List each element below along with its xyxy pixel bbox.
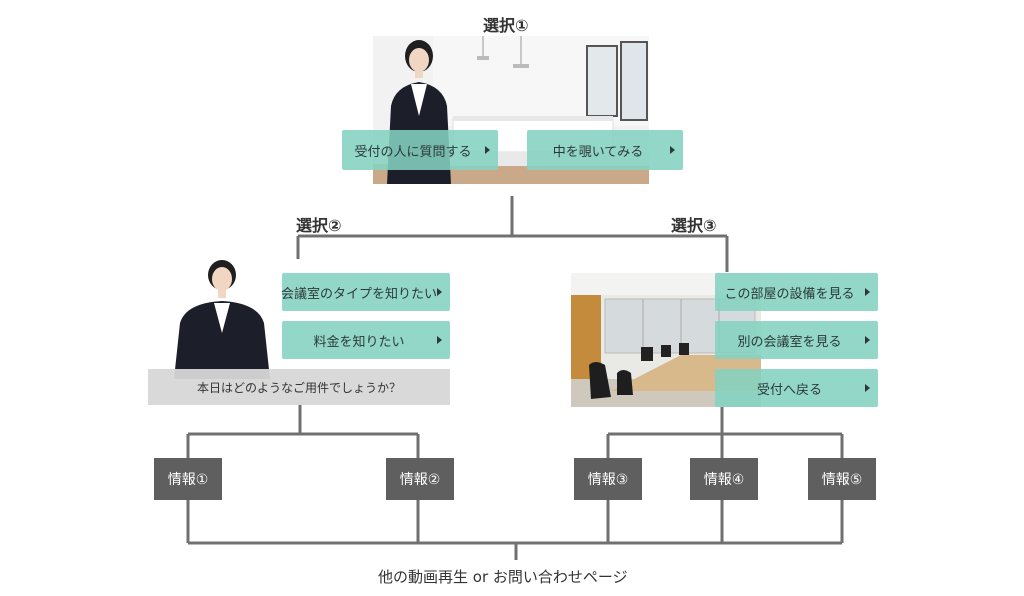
peek-inside-button[interactable]: 中を覗いてみる bbox=[527, 130, 683, 170]
room-types-button[interactable]: 会議室のタイプを知りたい bbox=[281, 273, 450, 311]
back-to-reception-button-label: 受付へ戻る bbox=[756, 382, 822, 398]
peek-inside-button-label: 中を覗いてみる bbox=[552, 144, 644, 160]
receptionist-caption: 本日はどのようなご用件でしょうか？ bbox=[148, 369, 450, 405]
choice-1-label: 選択① bbox=[483, 16, 529, 35]
play-arrow-icon bbox=[865, 384, 870, 392]
ask-reception-button[interactable]: 受付の人に質問する bbox=[342, 130, 498, 170]
info-box-1[interactable]: 情報① bbox=[154, 458, 222, 500]
choice-2-label: 選択② bbox=[296, 216, 342, 235]
info-box-4[interactable]: 情報④ bbox=[690, 458, 758, 500]
back-to-reception-button[interactable]: 受付へ戻る bbox=[715, 369, 878, 407]
play-arrow-icon bbox=[437, 336, 442, 344]
play-arrow-icon bbox=[670, 146, 675, 154]
room-equipment-button-label: この部屋の設備を見る bbox=[724, 286, 855, 302]
ask-reception-button-label: 受付の人に質問する bbox=[354, 144, 472, 160]
choice-3-label: 選択③ bbox=[671, 216, 717, 235]
next-action-label: 他の動画再生 or お問い合わせページ bbox=[378, 568, 628, 586]
other-room-button[interactable]: 別の会議室を見る bbox=[715, 321, 878, 359]
play-arrow-icon bbox=[485, 146, 490, 154]
info-box-3[interactable]: 情報③ bbox=[574, 458, 642, 500]
room-types-button-label: 会議室のタイプを知りたい bbox=[281, 286, 438, 302]
info-box-5[interactable]: 情報⑤ bbox=[808, 458, 876, 500]
info-box-2[interactable]: 情報② bbox=[386, 458, 454, 500]
play-arrow-icon bbox=[437, 288, 442, 296]
room-equipment-button[interactable]: この部屋の設備を見る bbox=[715, 273, 878, 311]
play-arrow-icon bbox=[865, 288, 870, 296]
play-arrow-icon bbox=[865, 336, 870, 344]
other-room-button-label: 別の会議室を見る bbox=[737, 334, 842, 350]
pricing-button-label: 料金を知りたい bbox=[313, 334, 405, 350]
pricing-button[interactable]: 料金を知りたい bbox=[282, 321, 450, 359]
